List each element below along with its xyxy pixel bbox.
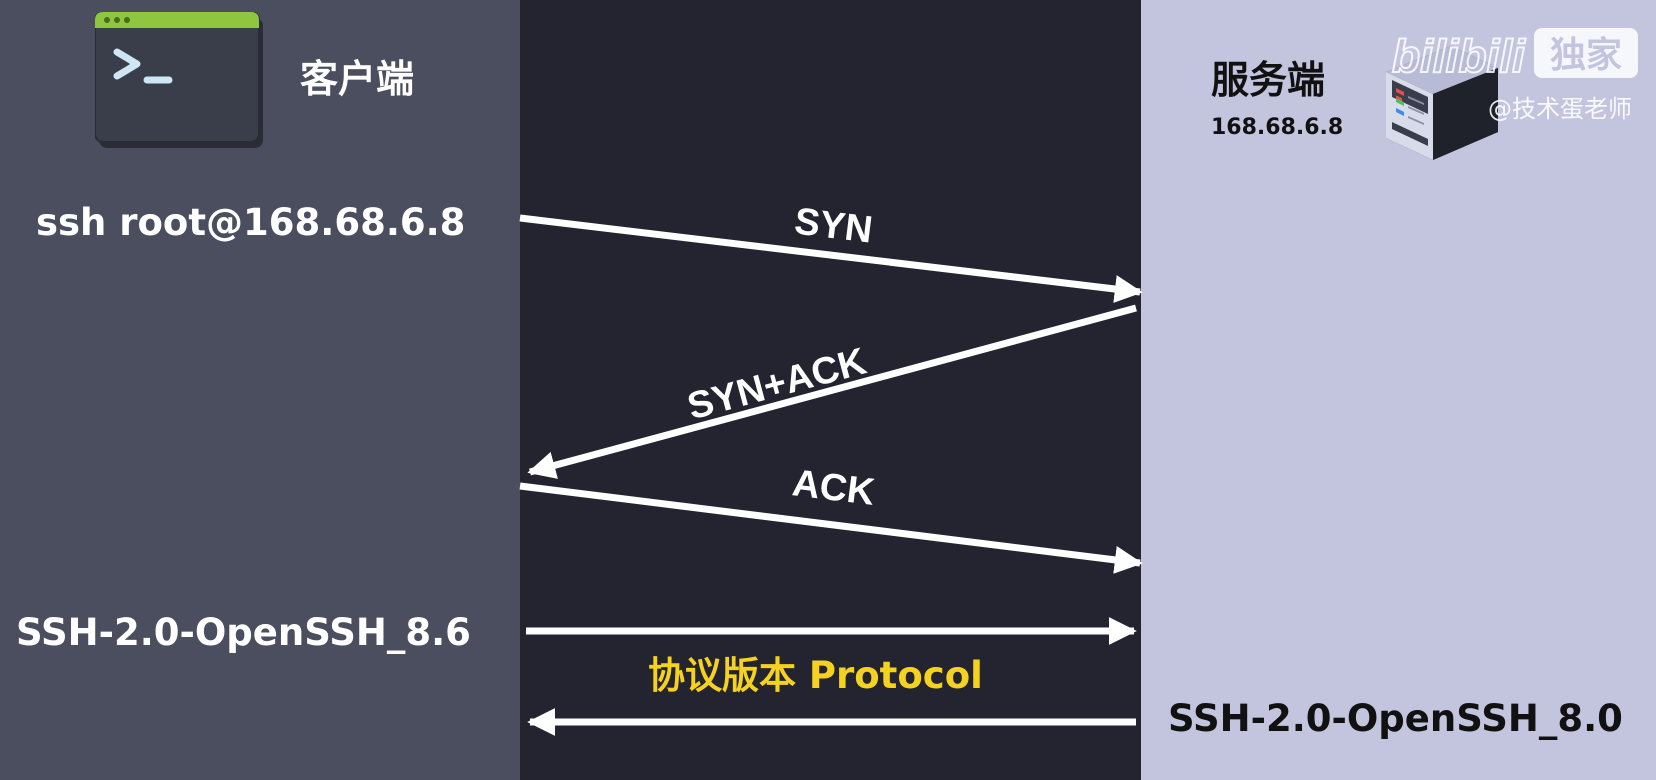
syn-ack-arrow	[527, 304, 1137, 479]
ack-label: ACK	[790, 462, 877, 514]
server-title: 服务端	[1211, 58, 1326, 102]
syn-arrow	[519, 214, 1143, 303]
watermark-brand: bilibili	[1392, 30, 1526, 82]
client-command: ssh root@168.68.6.8	[36, 201, 466, 244]
protocol-version-label: 协议版本 Protocol	[648, 654, 983, 697]
client-ssh-version: SSH-2.0-OpenSSH_8.6	[16, 611, 471, 654]
server-rack-icon	[1386, 46, 1498, 160]
server-ip: 168.68.6.8	[1211, 115, 1344, 140]
server-ssh-version: SSH-2.0-OpenSSH_8.0	[1168, 697, 1623, 740]
bilibili-watermark: bilibili 独家	[1391, 28, 1638, 83]
ack-arrow	[519, 482, 1143, 574]
watermark-handle: @技术蛋老师	[1488, 95, 1632, 123]
syn-label: SYN	[792, 200, 875, 251]
watermark-badge: 独家	[1550, 35, 1622, 76]
terminal-icon	[95, 12, 263, 148]
syn-ack-label: SYN+ACK	[683, 340, 871, 428]
client-title: 客户端	[300, 57, 415, 101]
